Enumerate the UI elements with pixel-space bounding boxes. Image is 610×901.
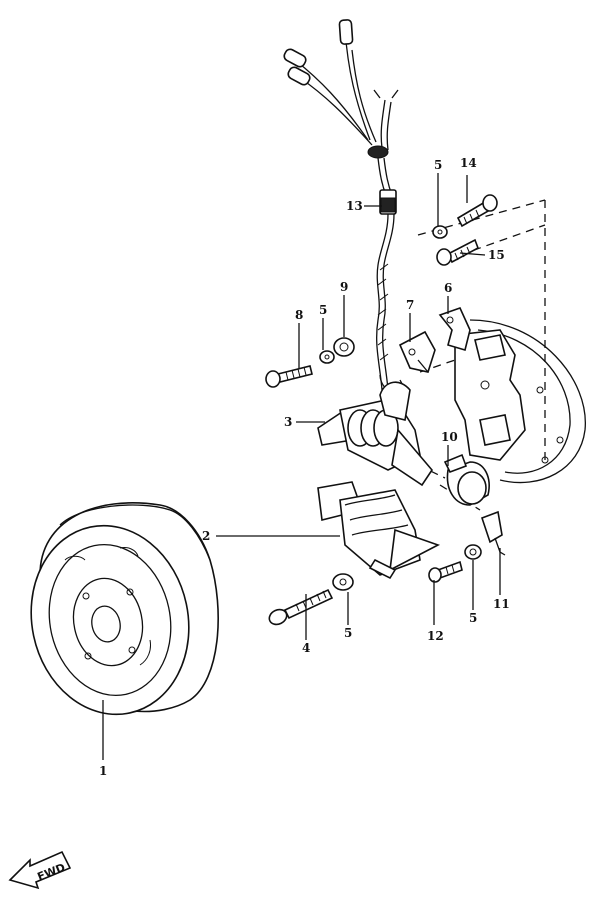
spring-washer-9 (333, 337, 355, 357)
callout-3: 3 (284, 415, 292, 429)
fwd-direction-arrow: FWD (8, 850, 72, 890)
callout-6: 6 (444, 281, 452, 295)
callout-4: 4 (302, 641, 310, 655)
leader-lines (102, 173, 501, 760)
callout-2: 2 (202, 529, 210, 543)
grommet (380, 197, 396, 213)
callout-11: 11 (493, 597, 510, 611)
lower-coil (317, 481, 441, 580)
callout-12: 12 (427, 629, 444, 643)
long-screw (268, 588, 334, 626)
callout-5a: 5 (344, 626, 352, 640)
clip-11 (480, 510, 506, 556)
stator-base-plate (454, 319, 586, 484)
screw-14 (456, 194, 498, 228)
callout-7: 7 (406, 298, 414, 312)
upper-coil (317, 381, 434, 487)
callout-1: 1 (99, 764, 107, 778)
callout-15: 15 (488, 248, 505, 262)
callout-14: 14 (460, 156, 477, 170)
bracket-clip (438, 307, 471, 352)
condenser (443, 453, 490, 506)
callout-13: 13 (346, 199, 363, 213)
callout-10: 10 (441, 430, 458, 444)
contact-breaker (398, 330, 436, 373)
screw-12 (428, 560, 463, 583)
callout-9: 9 (340, 280, 348, 294)
callout-5c: 5 (319, 303, 327, 317)
washers (319, 225, 482, 591)
screw-15 (436, 238, 479, 266)
callout-8: 8 (295, 308, 303, 322)
flywheel-rotor (30, 502, 219, 716)
callout-labels: 1 2 3 4 5 5 5 5 6 7 8 9 10 11 12 13 14 1… (99, 156, 510, 778)
callout-5b: 5 (469, 611, 477, 625)
screw-8 (265, 365, 313, 388)
callout-5d: 5 (434, 158, 442, 172)
